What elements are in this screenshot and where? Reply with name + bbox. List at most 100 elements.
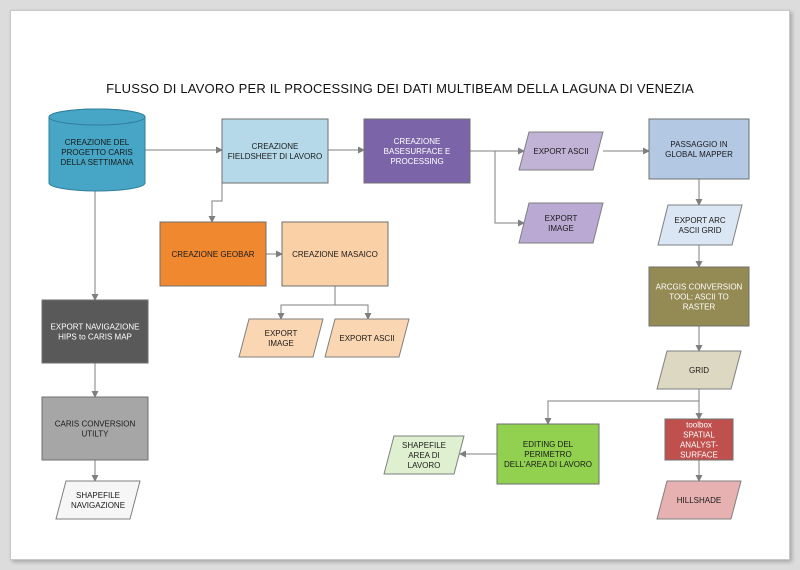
node-shape-caris-project [48,108,146,192]
node-label-grid: GRID [689,366,709,375]
node-grid: GRID [656,350,742,390]
node-label-line: CREAZIONE [252,142,299,151]
node-label-export-ascii-1: EXPORT ASCII [533,147,588,156]
node-export-ascii-1: EXPORT ASCII [518,131,604,171]
node-label-line: PROGETTO CARIS [61,148,132,157]
node-label-mosaico: CREAZIONE MASAICO [292,250,378,259]
node-label-line: toolbox [686,421,712,430]
node-label-line: EXPORT [545,214,578,223]
node-shape-editing-perimetro [496,423,600,485]
edge-basesurface-to-export-image-1 [494,151,525,227]
node-shape-shapefile-nav [55,480,141,520]
node-label-line: GLOBAL MAPPER [665,150,733,159]
node-label-line: SPATIAL [683,431,715,440]
node-shape-global-mapper [648,118,750,180]
node-shape-basesurface [363,118,471,184]
node-shape-export-ascii-1 [518,131,604,171]
node-label-line: TOOL: ASCII TO [669,293,729,302]
node-label-line: PASSAGGIO IN [670,140,727,149]
node-label-line: SHAPEFILE [402,441,446,450]
node-label-line: CARIS CONVERSION [55,420,136,429]
node-shape-export-nav [41,299,149,364]
node-shape-toolbox-spatial [664,418,734,461]
node-shape-arcgis-conversion [648,266,750,327]
node-label-line: AREA DI [408,451,440,460]
node-geobar: CREAZIONE GEOBAR [159,221,267,287]
node-label-line: NAVIGAZIONE [71,501,125,510]
diagram-page: FLUSSO DI LAVORO PER IL PROCESSING DEI D… [10,10,790,560]
node-label-line: PERIMETRO [524,450,572,459]
node-shape-export-arc-ascii [657,204,743,246]
node-label-line: EXPORT NAVIGAZIONE [51,323,140,332]
node-shape-hillshade [656,480,742,520]
node-label-line: IMAGE [548,224,574,233]
node-shape-fieldsheet [221,118,329,184]
node-label-geobar: CREAZIONE GEOBAR [171,250,254,259]
node-label-line: RASTER [683,303,716,312]
node-mosaico: CREAZIONE MASAICO [281,221,389,287]
node-shape-caris-conversion [41,396,149,461]
node-label-line: EXPORT ASCII [339,334,394,343]
node-label-line: CREAZIONE [394,137,441,146]
node-label-line: CREAZIONE GEOBAR [171,250,254,259]
node-label-line: SHAPEFILE [76,491,120,500]
node-shape-export-ascii-2 [324,318,410,358]
node-shape-export-image-1 [518,202,604,244]
node-label-line: BASESURFACE E [384,147,451,156]
node-label-line: ARCGIS CONVERSION [656,283,743,292]
node-label-line: HILLSHADE [677,496,721,505]
node-export-ascii-2: EXPORT ASCII [324,318,410,358]
node-label-line: EXPORT ASCII [533,147,588,156]
node-label-line: SURFACE [680,451,718,460]
node-shape-mosaico [281,221,389,287]
node-label-line: EXPORT [265,329,298,338]
node-shape-shapefile-area [383,435,465,475]
node-label-line: IMAGE [268,339,294,348]
node-label-line: EXPORT ARC [674,216,726,225]
node-label-line: UTILTY [82,430,110,439]
node-label-line: ANALYST- [680,441,718,450]
node-label-line: DELL'AREA DI LAVORO [504,460,592,469]
node-label-export-ascii-2: EXPORT ASCII [339,334,394,343]
node-label-line: GRID [689,366,709,375]
node-label-line: HIPS to CARIS MAP [58,333,132,342]
node-shape-export-image-2 [238,318,324,358]
node-label-line: LAVORO [408,461,441,470]
node-label-line: PROCESSING [390,157,443,166]
edge-grid-to-editing-perimetro [544,400,699,425]
edge-mosaico-to-export-image-2 [277,286,336,320]
node-label-line: CREAZIONE DEL [65,138,130,147]
edge-fieldsheet-to-geobar [208,183,223,223]
edge-mosaico-to-export-ascii-2 [335,304,372,320]
node-hillshade: HILLSHADE [656,480,742,520]
node-label-line: ASCII GRID [678,226,721,235]
node-shape-geobar [159,221,267,287]
node-shape-grid [656,350,742,390]
node-label-hillshade: HILLSHADE [677,496,721,505]
node-label-line: FIELDSHEET DI LAVORO [228,152,322,161]
